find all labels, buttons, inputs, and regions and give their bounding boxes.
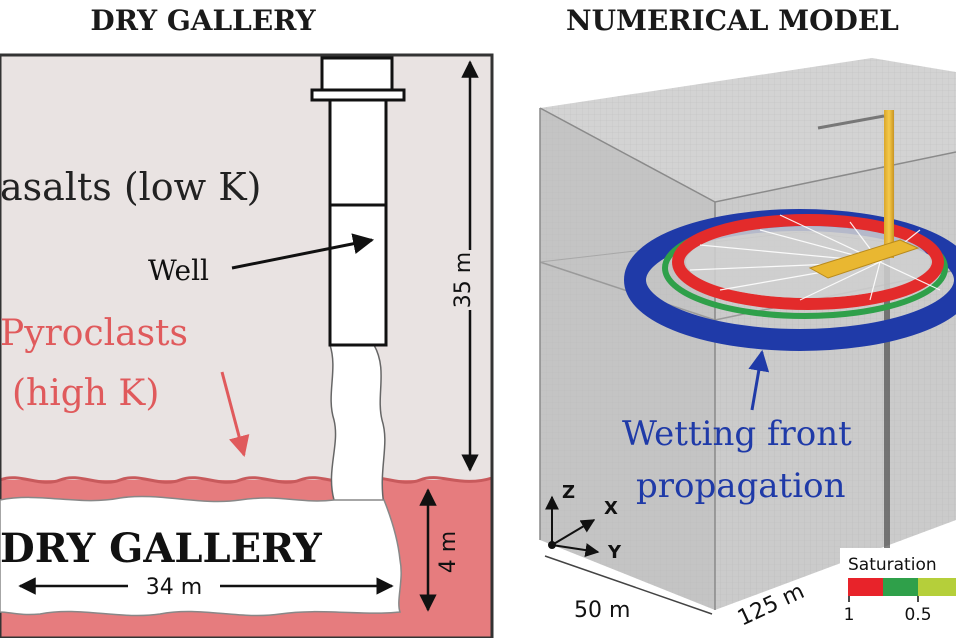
legend-swatch-green	[883, 578, 918, 596]
dim-50-label: 50 m	[574, 598, 630, 623]
height-label-bg	[442, 530, 468, 574]
legend-tick-label-1: 1	[844, 605, 855, 625]
layer-boundary	[0, 476, 493, 484]
gallery-label: DRY GALLERY	[0, 525, 322, 572]
width-34-label: 34 m	[146, 575, 202, 600]
dim-50-line	[544, 555, 713, 615]
well-pipe-upper	[328, 93, 388, 207]
legend-tick-label-05: 0.5	[904, 605, 931, 625]
right-panel: NUMERICAL MODEL	[539, 4, 956, 638]
well-flange	[310, 88, 406, 102]
infiltration-channel	[328, 344, 386, 506]
axis-y-label: Y	[607, 542, 622, 563]
axis-triad	[545, 495, 600, 558]
axis-z-label: Z	[562, 482, 575, 503]
left-panel: DRY GALLERY asalts (low K) Well Pyroclas…	[0, 4, 494, 640]
legend-title: Saturation	[848, 555, 937, 575]
wetting-label-line1: Wetting front	[622, 414, 852, 454]
basalts-label: asalts (low K)	[0, 165, 262, 209]
well-cap	[320, 56, 394, 92]
model-fracture-line	[884, 240, 890, 558]
model-gallery	[808, 239, 920, 279]
left-header: DRY GALLERY	[90, 4, 316, 37]
model-well	[884, 110, 894, 258]
pyroclasts-arrow	[220, 371, 250, 458]
height-4-label: 4 m	[436, 531, 461, 573]
depth-label-bg	[456, 250, 484, 310]
wetting-front-red	[672, 214, 944, 310]
pyroclasts-label-line1: Pyroclasts	[0, 313, 188, 354]
legend-swatch-yellowgreen	[918, 578, 956, 596]
legend-swatch-red	[848, 578, 883, 596]
wetting-label-line2: propagation	[636, 466, 845, 506]
basalt-layer	[0, 55, 492, 480]
model-well-branch	[817, 114, 885, 130]
well-label: Well	[148, 254, 209, 287]
box-top-mesh	[540, 58, 956, 202]
width-label-bg	[128, 572, 220, 598]
pyroclasts-label-line2: (high K)	[12, 373, 159, 414]
well-arrow	[231, 233, 375, 270]
axis-x-label: X	[604, 498, 618, 519]
wetting-arrow	[748, 349, 770, 411]
depth-35-label: 35 m	[451, 252, 476, 308]
right-header: NUMERICAL MODEL	[566, 4, 899, 37]
well-pipe-lower	[328, 203, 388, 347]
wetting-front-interior	[686, 226, 930, 298]
